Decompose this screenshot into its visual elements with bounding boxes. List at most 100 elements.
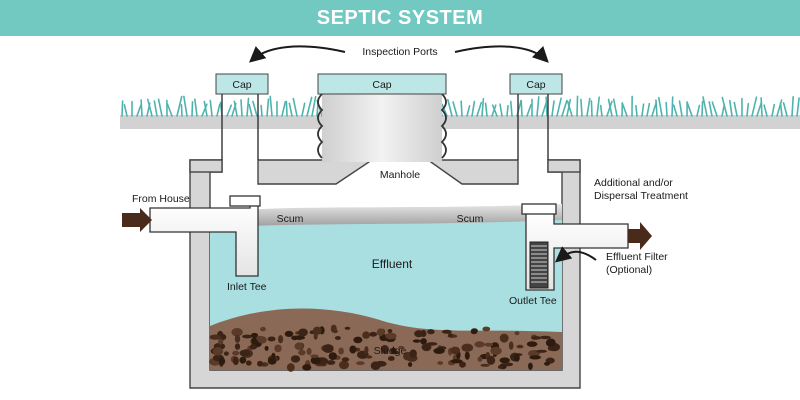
grass-blade — [121, 100, 124, 117]
septic-diagram: Inspection Ports Sludge Manhole Cap Cap … — [120, 45, 800, 389]
inspection-arrow-right — [454, 45, 549, 63]
tank-roof-left — [189, 159, 223, 173]
grass-blade — [590, 100, 593, 117]
grass-blade — [209, 99, 213, 117]
grass-blade — [136, 104, 142, 117]
grass-blade — [146, 98, 153, 117]
grass-blade — [466, 105, 471, 117]
grass-blade — [301, 102, 306, 117]
sludge-particle — [274, 344, 282, 353]
sludge-particle — [291, 335, 299, 341]
effluent-filter-mesh — [531, 245, 547, 283]
tank-roof-right — [547, 159, 581, 173]
grass-blade — [733, 101, 738, 117]
sludge-particle — [513, 354, 520, 362]
sludge-particle — [544, 361, 550, 366]
grass-blade — [292, 97, 298, 117]
manhole-riser — [322, 94, 442, 162]
sludge-particle — [420, 338, 427, 345]
sludge-particle — [242, 334, 253, 339]
grass-blade — [721, 96, 728, 117]
grass-blade — [751, 96, 758, 117]
cap-left-label: Cap — [232, 79, 251, 91]
sludge-particle — [339, 360, 349, 370]
sludge-particle — [536, 349, 547, 353]
outlet-tee-label: Outlet Tee — [509, 295, 557, 307]
sludge-particle — [326, 360, 336, 365]
grass — [121, 95, 800, 117]
grass-blade — [233, 100, 238, 117]
sludge-label: Sludge — [374, 345, 407, 357]
grass-blade — [447, 98, 453, 117]
grass-blade — [586, 97, 591, 117]
sludge-particle — [338, 347, 344, 355]
grass-blade — [728, 99, 733, 117]
grass-blade — [306, 96, 313, 117]
sludge-particle — [387, 356, 395, 361]
grass-blade — [288, 102, 293, 117]
sludge-particle — [408, 362, 413, 367]
sludge-particle — [334, 336, 341, 340]
grass-blade — [657, 96, 663, 117]
sludge-particle — [409, 349, 417, 359]
grass-blade — [491, 104, 497, 117]
title-bar: SEPTIC SYSTEM — [0, 0, 800, 36]
tank-roof-center-left — [257, 159, 375, 185]
grass-blade — [123, 104, 128, 117]
sludge-particle — [470, 329, 478, 335]
grass-blade — [576, 95, 579, 117]
sludge-particle — [508, 341, 514, 350]
sludge-particle — [374, 360, 387, 367]
grass-blade — [203, 100, 208, 117]
grass-blade — [248, 103, 253, 117]
sludge-particle — [245, 360, 252, 366]
sludge-particle — [529, 355, 542, 360]
sludge-particle — [349, 345, 357, 354]
sludge-particle — [267, 336, 276, 342]
inlet-arrow — [122, 208, 152, 232]
sludge-particle — [218, 338, 224, 345]
sludge-particle — [516, 344, 524, 349]
sludge-particle — [257, 360, 263, 367]
outlet-arrow — [628, 222, 652, 250]
sludge-particle — [362, 331, 370, 339]
effluent-filter — [529, 241, 549, 289]
grass-blade — [708, 101, 713, 117]
grass-blade — [460, 100, 463, 117]
sludge-particle — [477, 356, 483, 362]
grass-blade — [678, 100, 683, 117]
additional-treatment-label-line2: Dispersal Treatment — [594, 190, 688, 202]
page-title: SEPTIC SYSTEM — [316, 6, 484, 29]
sludge-particle — [312, 326, 322, 335]
sludge-particle — [223, 351, 229, 356]
sludge-particle — [450, 346, 461, 355]
grass-blade — [612, 98, 618, 117]
sludge-particle — [387, 329, 393, 333]
grass-blade — [176, 95, 183, 117]
manhole-riser-left-edge — [317, 93, 324, 159]
sludge-particle — [420, 329, 427, 338]
grass-blade — [311, 95, 317, 117]
sludge-particle — [298, 349, 306, 356]
sludge-particle — [364, 346, 369, 354]
sludge-particle — [421, 343, 432, 352]
sludge-particle — [369, 331, 378, 337]
sludge-particle — [353, 336, 363, 344]
effluent-label: Effluent — [372, 257, 413, 271]
sludge-particle — [250, 332, 259, 338]
sludge-particle — [239, 356, 247, 364]
sludge-particle — [344, 326, 351, 330]
sludge-particle — [249, 344, 258, 350]
grass-blade — [194, 98, 198, 117]
sludge-particle — [461, 343, 474, 352]
effluent-filter-callout-arrow — [554, 246, 597, 263]
grass-blade — [796, 97, 800, 117]
sludge-particle — [232, 350, 240, 356]
grass-blade — [672, 104, 678, 117]
sludge-particle — [486, 356, 496, 365]
sludge-particle — [484, 342, 494, 347]
grass-blade — [760, 97, 763, 117]
cap-right — [509, 73, 563, 95]
sludge-particle — [294, 342, 304, 351]
sludge-particle — [380, 345, 389, 354]
